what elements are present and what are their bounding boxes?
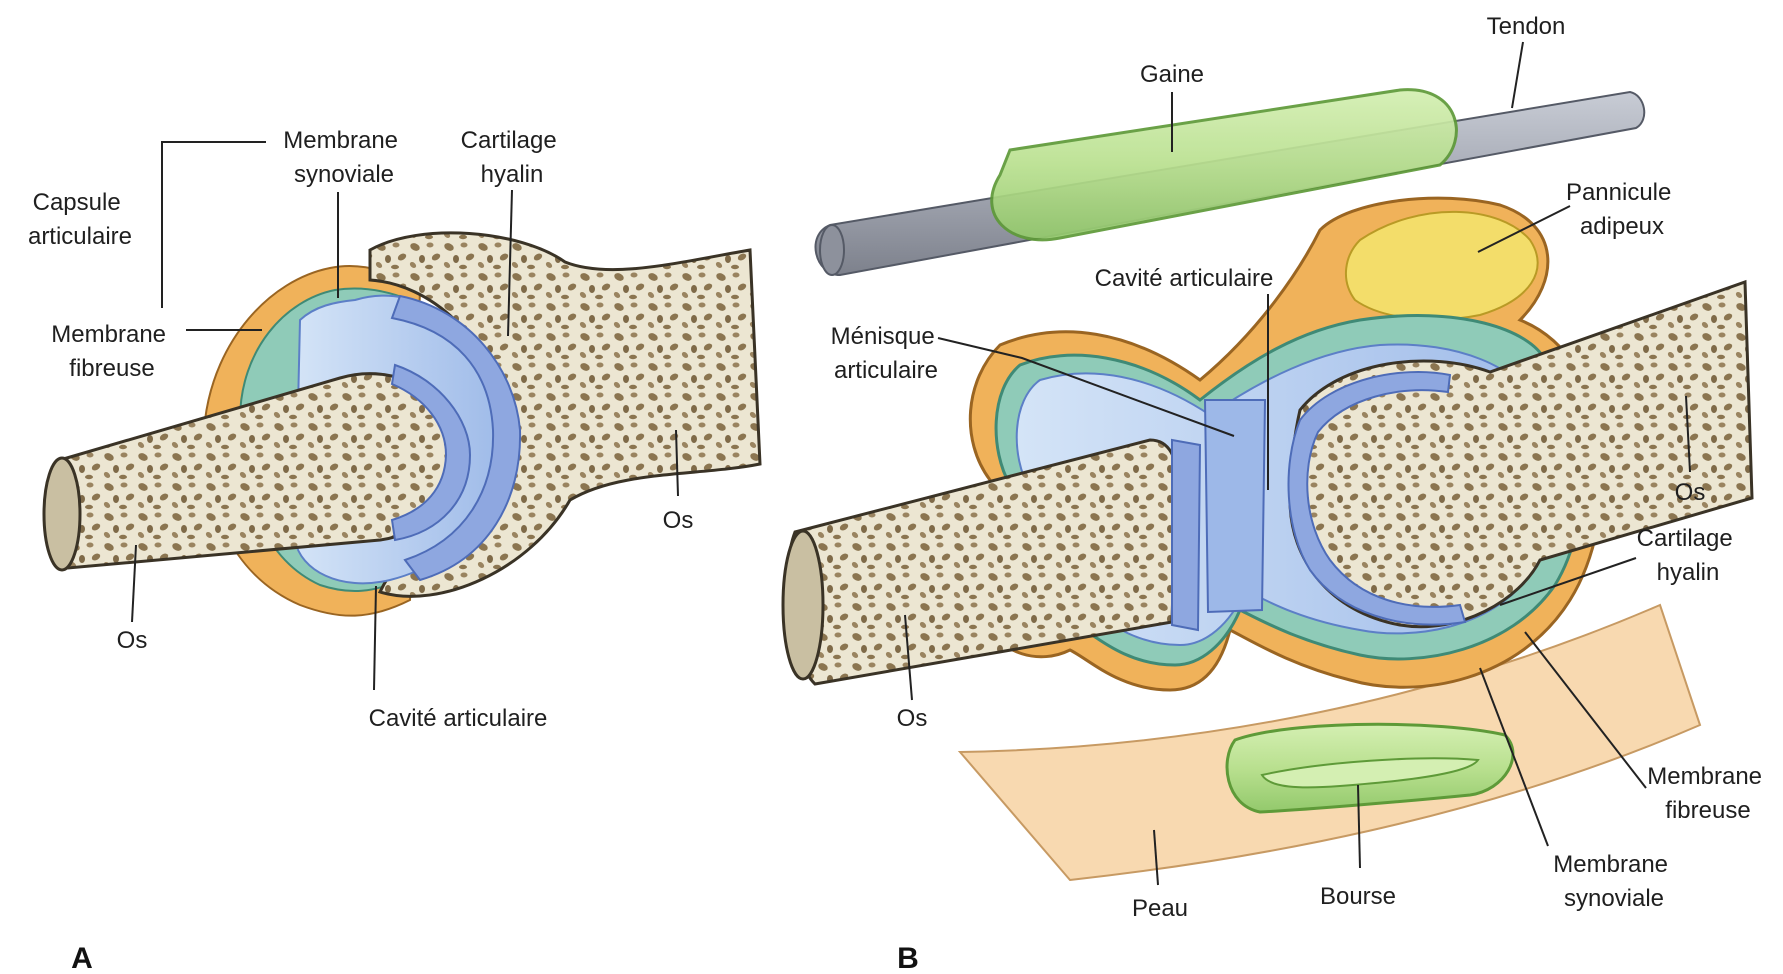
bone-a-left-end [44,458,80,570]
panel-letter-a: A [71,942,93,974]
label-tendon: Tendon [1487,13,1566,40]
label-membrane-fibreuse-b: Membrane fibreuse [1647,763,1768,824]
label-cartilage-b: Cartilage hyalin [1637,525,1740,586]
cartilage-b-left [1172,440,1200,630]
label-os-a-right: Os [663,507,694,534]
panel-letter-b: B [897,942,919,974]
label-bourse: Bourse [1320,883,1396,910]
label-cavite-a: Cavité articulaire [369,705,548,732]
tendon-end [820,225,844,275]
label-capsule-a: Capsule articulaire [28,189,132,250]
label-os-b-left: Os [897,705,928,732]
label-os-a-left: Os [117,627,148,654]
bone-b-left-end [783,531,823,679]
label-cavite-b: Cavité articulaire [1095,265,1274,292]
label-peau: Peau [1132,895,1188,922]
label-membrane-synoviale-b: Membrane synoviale [1553,851,1674,912]
leader-capsule [162,142,266,308]
label-pannicule: Pannicule adipeux [1566,179,1678,240]
label-membrane-fibreuse-a: Membrane fibreuse [51,321,172,382]
label-cartilage-a: Cartilage hyalin [461,127,564,188]
panel-a [44,233,760,616]
label-menisque: Ménisque articulaire [831,323,942,384]
meniscus [1205,400,1265,612]
label-membrane-synoviale-a: Membrane synoviale [283,127,404,188]
leader-tendon [1512,42,1523,108]
label-gaine: Gaine [1140,61,1204,88]
label-os-b-right: Os [1675,479,1706,506]
